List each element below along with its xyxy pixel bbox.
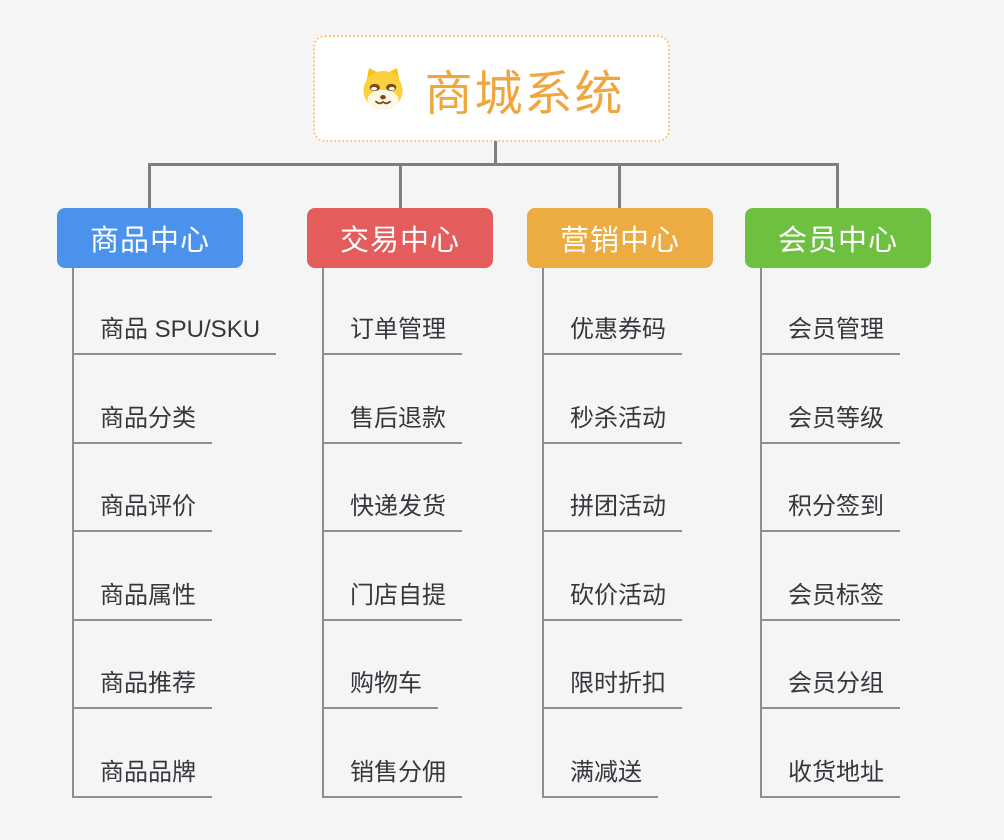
branch-node-marketing-center[interactable]: 营销中心 xyxy=(527,208,713,268)
leaf-node[interactable]: 售后退款 xyxy=(322,404,462,444)
leaf-node[interactable]: 拼团活动 xyxy=(542,492,682,532)
leaf-node[interactable]: 秒杀活动 xyxy=(542,404,682,444)
leaf-node[interactable]: 门店自提 xyxy=(322,581,462,621)
root-connector-stem xyxy=(494,141,497,163)
root-node[interactable]: 商城系统 xyxy=(313,35,670,142)
leaf-node[interactable]: 限时折扣 xyxy=(542,669,682,709)
branch-column-product-center: 商品中心 商品 SPU/SKU 商品分类 商品评价 商品属性 商品推荐 商品品牌 xyxy=(57,208,309,808)
leaf-node[interactable]: 会员管理 xyxy=(760,315,900,355)
leaf-node[interactable]: 满减送 xyxy=(542,758,658,798)
branch-node-trade-center[interactable]: 交易中心 xyxy=(307,208,493,268)
trunk-line xyxy=(72,268,74,798)
trunk-line xyxy=(760,268,762,798)
connector-horizontal-line xyxy=(148,163,839,166)
leaf-node[interactable]: 商品属性 xyxy=(72,581,212,621)
connector-stub xyxy=(836,163,839,211)
leaf-node[interactable]: 商品评价 xyxy=(72,492,212,532)
leaf-node[interactable]: 会员等级 xyxy=(760,404,900,444)
connector-stub xyxy=(618,163,621,211)
trunk-line xyxy=(542,268,544,798)
leaf-node[interactable]: 商品 SPU/SKU xyxy=(72,315,277,355)
branch-column-marketing-center: 营销中心 优惠券码 秒杀活动 拼团活动 砍价活动 限时折扣 满减送 xyxy=(527,208,779,808)
branch-column-trade-center: 交易中心 订单管理 售后退款 快递发货 门店自提 购物车 销售分佣 xyxy=(307,208,559,808)
branch-column-member-center: 会员中心 会员管理 会员等级 积分签到 会员标签 会员分组 收货地址 xyxy=(745,208,997,808)
leaf-node[interactable]: 砍价活动 xyxy=(542,581,682,621)
leaf-node[interactable]: 积分签到 xyxy=(760,492,900,532)
leaf-node[interactable]: 会员标签 xyxy=(760,581,900,621)
connector-stub xyxy=(148,163,151,211)
leaf-node[interactable]: 订单管理 xyxy=(322,315,462,355)
leaf-node[interactable]: 会员分组 xyxy=(760,669,900,709)
leaf-node[interactable]: 购物车 xyxy=(322,669,438,709)
branch-node-member-center[interactable]: 会员中心 xyxy=(745,208,931,268)
leaf-node[interactable]: 收货地址 xyxy=(760,758,900,798)
dog-face-icon xyxy=(363,67,404,110)
leaf-node[interactable]: 销售分佣 xyxy=(322,758,462,798)
connector-stub xyxy=(399,163,402,211)
leaf-node[interactable]: 快递发货 xyxy=(322,492,462,532)
leaf-node[interactable]: 优惠券码 xyxy=(542,315,682,355)
branch-node-product-center[interactable]: 商品中心 xyxy=(57,208,243,268)
leaf-node[interactable]: 商品推荐 xyxy=(72,669,212,709)
leaf-node[interactable]: 商品分类 xyxy=(72,404,212,444)
root-title: 商城系统 xyxy=(424,67,625,121)
trunk-line xyxy=(322,268,324,798)
leaf-node[interactable]: 商品品牌 xyxy=(72,758,212,798)
